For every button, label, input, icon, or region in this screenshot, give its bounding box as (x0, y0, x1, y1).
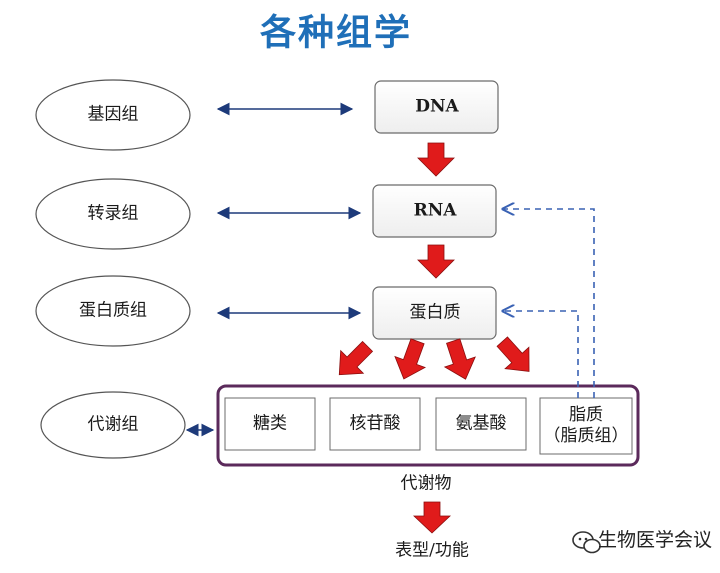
arrow-protein-to-nucleosides (394, 338, 427, 380)
metabolite-label-lipids: 脂质 （脂质组） (543, 404, 629, 446)
wechat-icon (572, 531, 601, 554)
omic-label-genome: 基因组 (87, 104, 139, 125)
box-nucleosides (329, 397, 421, 451)
omic-label-transcriptome: 转录组 (87, 203, 139, 224)
metabolite-label-nucleosides: 核苷酸 (349, 413, 401, 434)
arrow-protein-to-lipids (496, 336, 530, 372)
box-rna (372, 184, 497, 238)
molecule-label-dna: DNA (415, 96, 459, 117)
ellipse-proteome (35, 275, 191, 347)
box-lipids (539, 397, 633, 455)
page-title: 各种组学 (259, 12, 413, 54)
omic-label-metabolome: 代谢组 (87, 414, 139, 435)
feedback-lipids-to-protein (503, 311, 579, 398)
molecule-label-protein: 蛋白质 (409, 302, 461, 323)
box-amino-acids (435, 397, 527, 451)
arrow-protein-to-sugars (338, 340, 374, 376)
arrow-dna-to-rna (417, 142, 455, 177)
ellipse-genome (35, 79, 191, 151)
watermark-text: 生物医学会议 (597, 529, 713, 552)
metabolites-caption: 代谢物 (400, 473, 452, 494)
arrow-metabolites-to-phenotype (412, 501, 452, 534)
feedback-lipids-to-rna (503, 209, 595, 398)
box-protein (372, 286, 497, 340)
ellipse-metabolome (40, 391, 186, 459)
omic-label-proteome: 蛋白质组 (79, 300, 147, 321)
ellipse-transcriptome (35, 178, 191, 250)
box-dna (374, 80, 499, 134)
metabolite-label-sugars: 糖类 (253, 413, 287, 434)
arrow-protein-to-amino-acids (443, 338, 476, 380)
metabolites-frame (216, 384, 640, 467)
phenotype-caption: 表型/功能 (395, 540, 469, 561)
arrow-rna-to-protein (417, 244, 455, 279)
box-sugars (224, 397, 316, 451)
molecule-label-rna: RNA (413, 200, 457, 221)
metabolite-label-amino-acids: 氨基酸 (455, 413, 507, 434)
